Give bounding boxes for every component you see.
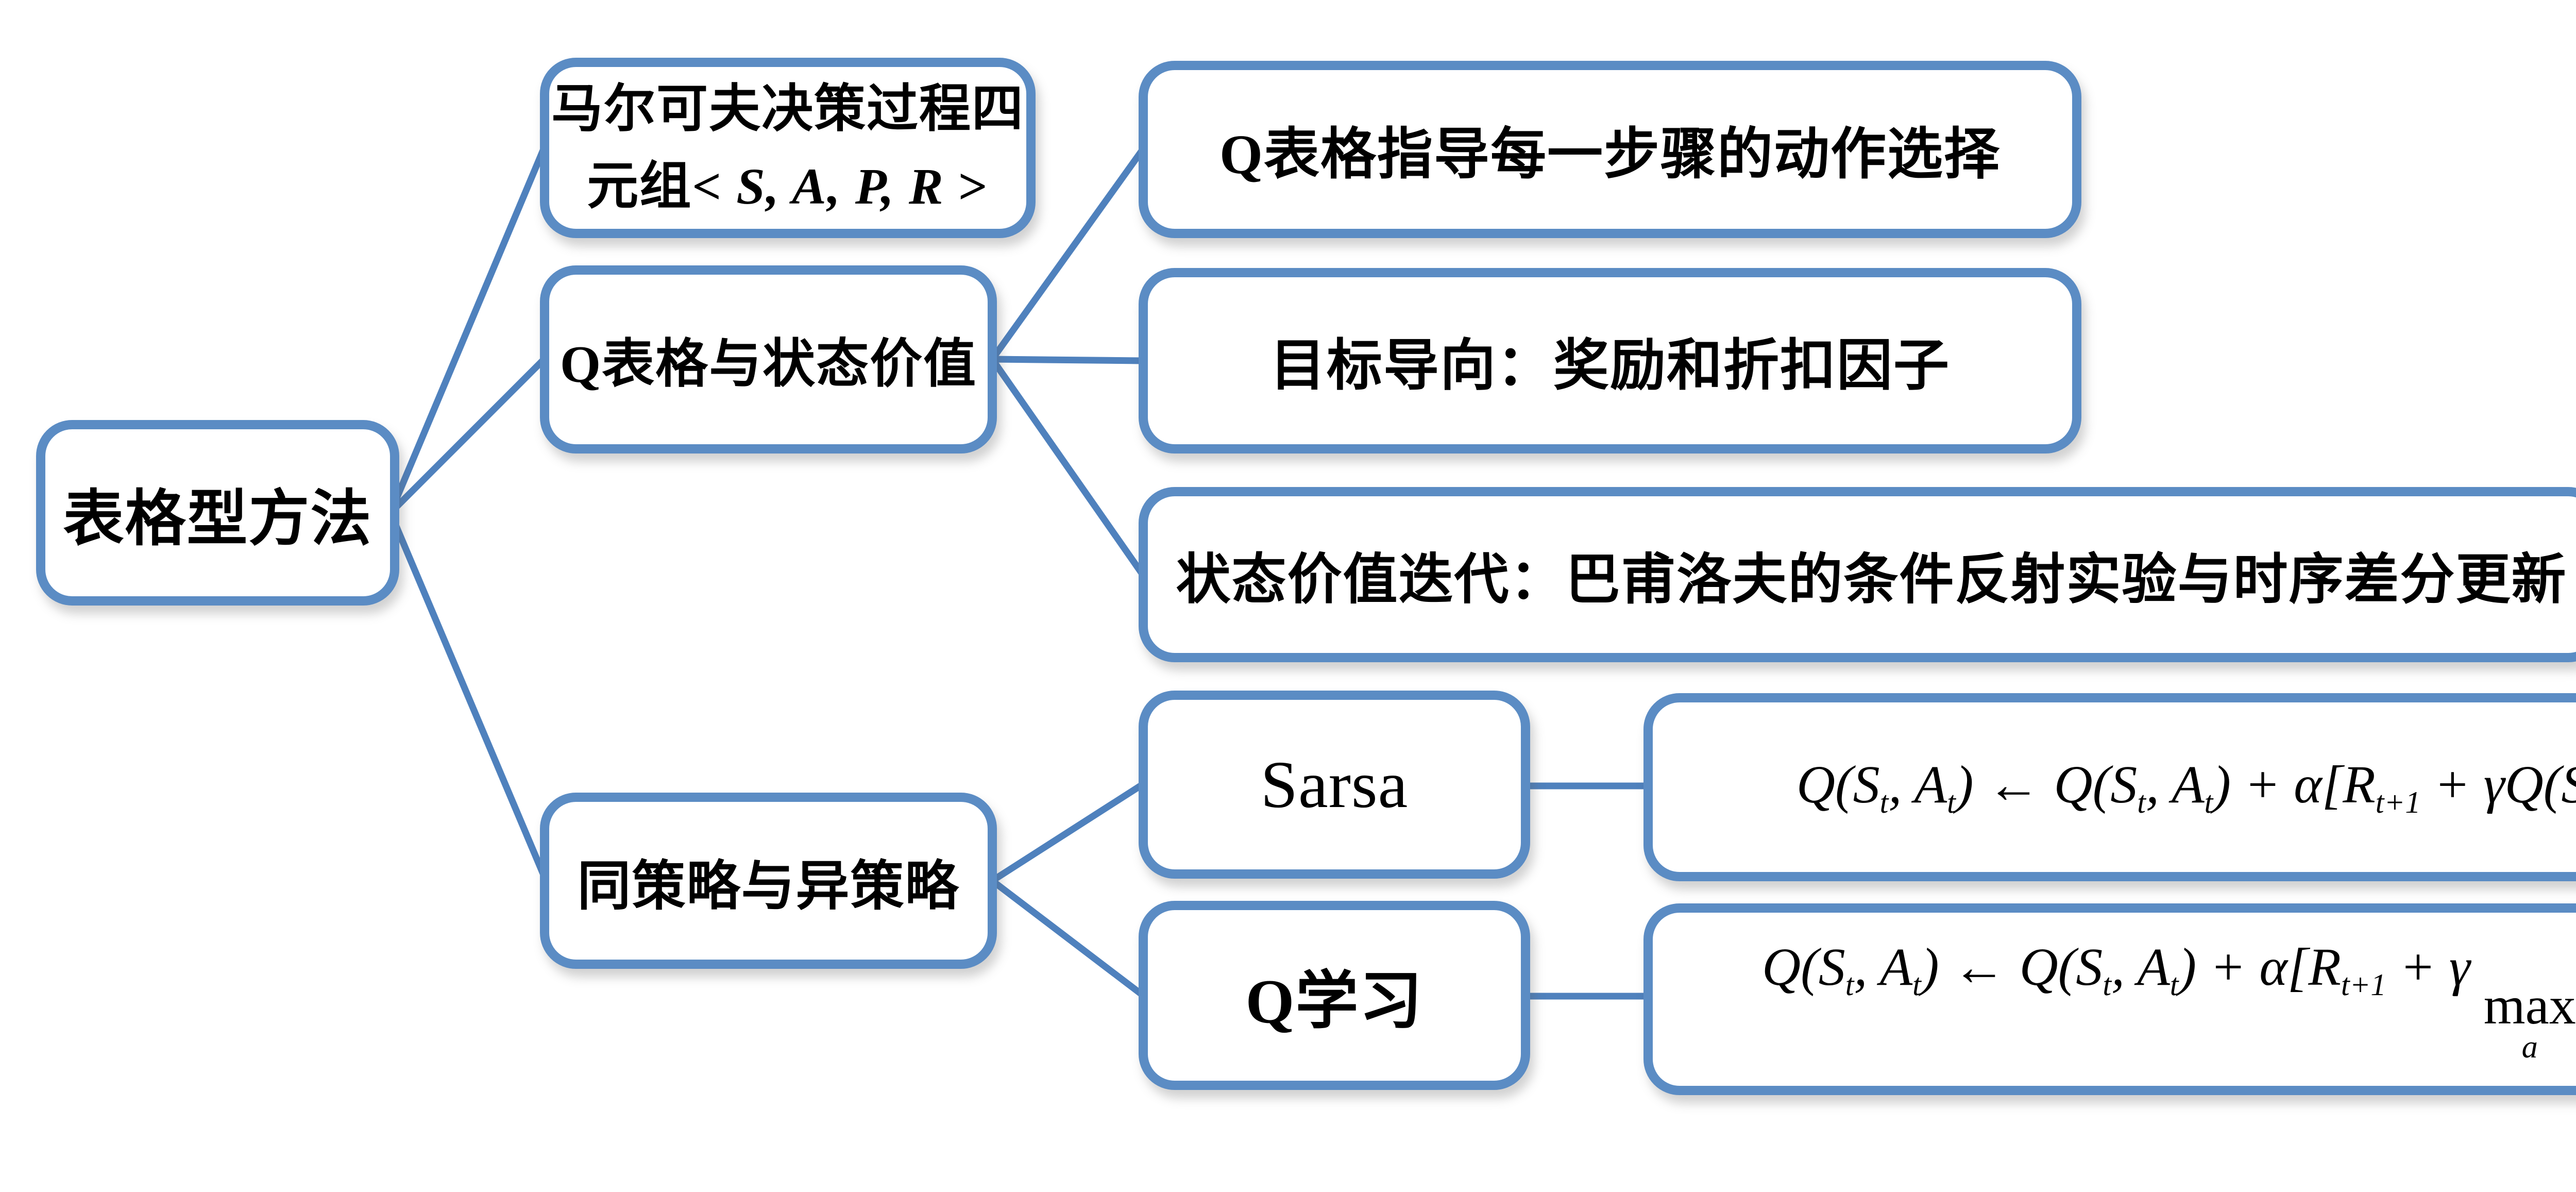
formula-sarsa-update: Q(St, At) ← Q(St, At) + α[Rt+1 + γQ(St+1…	[1643, 693, 2576, 881]
node-root-label: 表格型方法	[63, 485, 372, 553]
connector-policy-qlearning	[989, 877, 1146, 999]
leaf-q-table-guide-label: Q表格指导每一步骤的动作选择	[1219, 124, 2001, 186]
node-mdp-line2: 元组< S, A, P, R >	[587, 158, 989, 215]
connector-policy-sarsa	[989, 781, 1146, 884]
connector-qtable-guide	[989, 146, 1146, 363]
node-q-table-label: Q表格与状态价值	[560, 335, 977, 394]
formula-sarsa-text: Q(St, At) ← Q(St, At) + α[Rt+1 + γQ(St+1…	[1796, 754, 2576, 820]
node-mdp-line1: 马尔可夫决策过程四	[551, 80, 1024, 138]
leaf-goal-oriented: 目标导向：奖励和折扣因子	[1139, 268, 2081, 454]
connector-root-policy	[387, 509, 548, 880]
leaf-value-iteration-label: 状态价值迭代：巴甫洛夫的条件反射实验与时序差分更新	[1176, 550, 2567, 610]
leaf-q-table-guide: Q表格指导每一步骤的动作选择	[1139, 61, 2081, 238]
node-q-table-state-value: Q表格与状态价值	[540, 265, 997, 454]
connector-root-qtable	[387, 356, 548, 516]
leaf-value-iteration: 状态价值迭代：巴甫洛夫的条件反射实验与时序差分更新	[1139, 487, 2576, 662]
leaf-q-learning: Q学习	[1139, 901, 1530, 1090]
connector-qtable-valueiter	[989, 356, 1146, 578]
node-policy-label: 同策略与异策略	[577, 857, 960, 916]
node-root: 表格型方法	[36, 420, 399, 606]
connector-qtable-goal	[989, 356, 1146, 364]
leaf-q-learning-label: Q学习	[1245, 967, 1423, 1036]
connector-root-mdp	[387, 144, 548, 516]
leaf-goal-oriented-label: 目标导向：奖励和折扣因子	[1269, 335, 1950, 397]
leaf-sarsa: Sarsa	[1139, 691, 1530, 879]
leaf-sarsa-label: Sarsa	[1260, 747, 1409, 822]
node-mdp-tuple: 马尔可夫决策过程四 元组< S, A, P, R >	[540, 58, 1036, 238]
node-on-off-policy: 同策略与异策略	[540, 793, 997, 969]
